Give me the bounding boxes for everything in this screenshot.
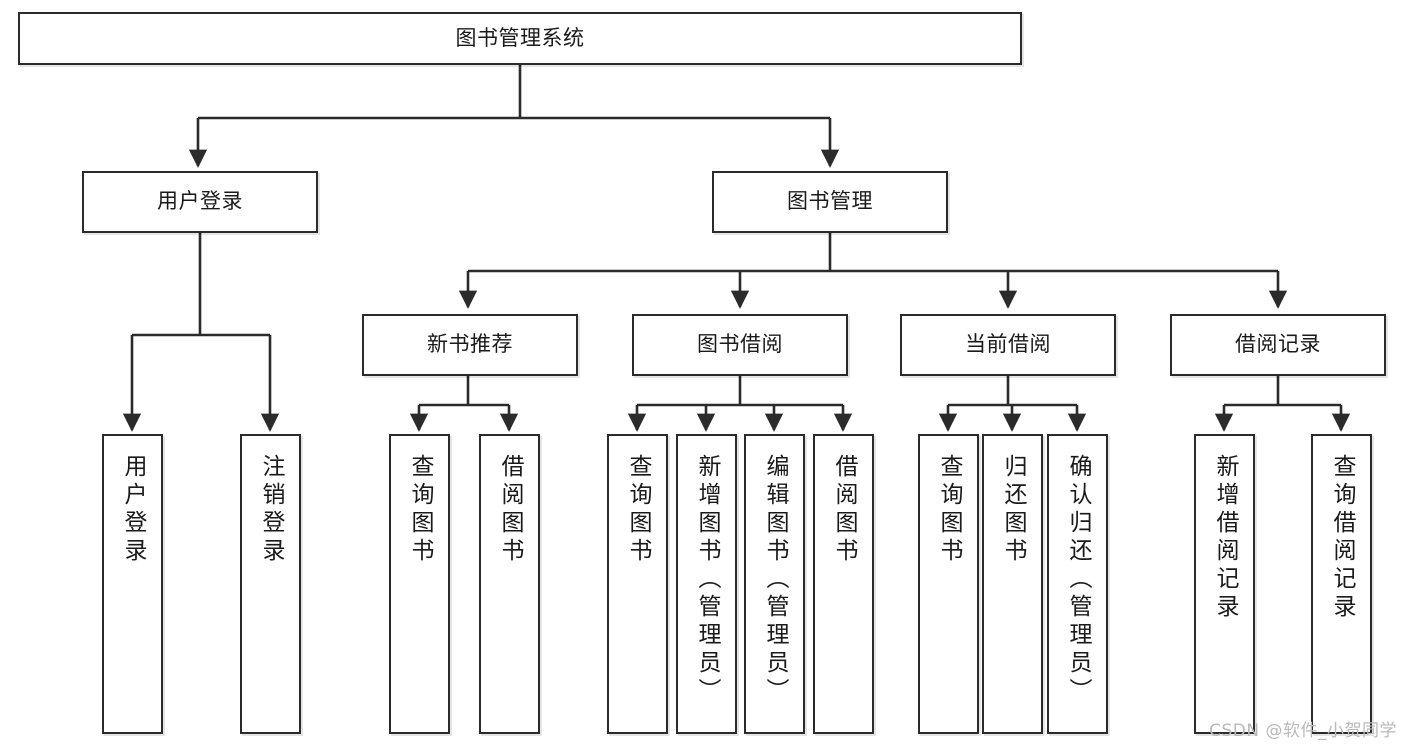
node-root[interactable]: 图书管理系统 bbox=[18, 12, 1022, 65]
node-leaf-query-book-2-label: 查询图书 bbox=[625, 454, 651, 566]
node-leaf-query-book-3[interactable]: 查询图书 bbox=[918, 434, 979, 734]
node-leaf-borrow-book-2-label: 借阅图书 bbox=[831, 454, 857, 566]
node-leaf-add-book[interactable]: 新增图书（管理员） bbox=[676, 434, 737, 734]
node-book-manage-label: 图书管理 bbox=[787, 189, 873, 214]
node-new-book-recommend-label: 新书推荐 bbox=[427, 332, 513, 357]
node-leaf-query-book-1[interactable]: 查询图书 bbox=[389, 434, 450, 734]
node-leaf-return-book[interactable]: 归还图书 bbox=[982, 434, 1043, 734]
node-borrow-record-label: 借阅记录 bbox=[1235, 332, 1321, 357]
node-leaf-query-record[interactable]: 查询借阅记录 bbox=[1311, 434, 1372, 734]
node-leaf-add-record-label: 新增借阅记录 bbox=[1212, 454, 1238, 622]
node-leaf-logout[interactable]: 注销登录 bbox=[240, 434, 301, 734]
node-user-login-label: 用户登录 bbox=[157, 189, 243, 214]
node-leaf-user-login[interactable]: 用户登录 bbox=[102, 434, 163, 734]
node-leaf-edit-book-label: 编辑图书（管理员） bbox=[762, 454, 788, 706]
node-leaf-edit-book[interactable]: 编辑图书（管理员） bbox=[744, 434, 805, 734]
node-borrow-record[interactable]: 借阅记录 bbox=[1170, 314, 1386, 376]
node-book-manage[interactable]: 图书管理 bbox=[712, 171, 948, 233]
node-new-book-recommend[interactable]: 新书推荐 bbox=[362, 314, 578, 376]
node-leaf-query-book-1-label: 查询图书 bbox=[407, 454, 433, 566]
node-leaf-confirm-return[interactable]: 确认归还（管理员） bbox=[1047, 434, 1108, 734]
node-leaf-borrow-book-1-label: 借阅图书 bbox=[497, 454, 523, 566]
node-book-borrow-label: 图书借阅 bbox=[697, 332, 783, 357]
node-leaf-logout-label: 注销登录 bbox=[258, 454, 284, 566]
node-leaf-query-book-2[interactable]: 查询图书 bbox=[607, 434, 668, 734]
node-leaf-user-login-label: 用户登录 bbox=[120, 454, 146, 566]
watermark: CSDN @软件_小贺同学 bbox=[1209, 721, 1397, 741]
node-leaf-query-book-3-label: 查询图书 bbox=[936, 454, 962, 566]
node-leaf-add-book-label: 新增图书（管理员） bbox=[694, 454, 720, 706]
node-leaf-return-book-label: 归还图书 bbox=[1000, 454, 1026, 566]
node-leaf-add-record[interactable]: 新增借阅记录 bbox=[1194, 434, 1255, 734]
node-leaf-borrow-book-2[interactable]: 借阅图书 bbox=[813, 434, 874, 734]
node-current-borrow-label: 当前借阅 bbox=[965, 332, 1051, 357]
node-leaf-query-record-label: 查询借阅记录 bbox=[1329, 454, 1355, 622]
node-root-label: 图书管理系统 bbox=[455, 25, 585, 50]
node-book-borrow[interactable]: 图书借阅 bbox=[632, 314, 848, 376]
node-leaf-confirm-return-label: 确认归还（管理员） bbox=[1065, 454, 1091, 706]
node-leaf-borrow-book-1[interactable]: 借阅图书 bbox=[479, 434, 540, 734]
node-user-login[interactable]: 用户登录 bbox=[82, 171, 318, 233]
node-current-borrow[interactable]: 当前借阅 bbox=[900, 314, 1116, 376]
